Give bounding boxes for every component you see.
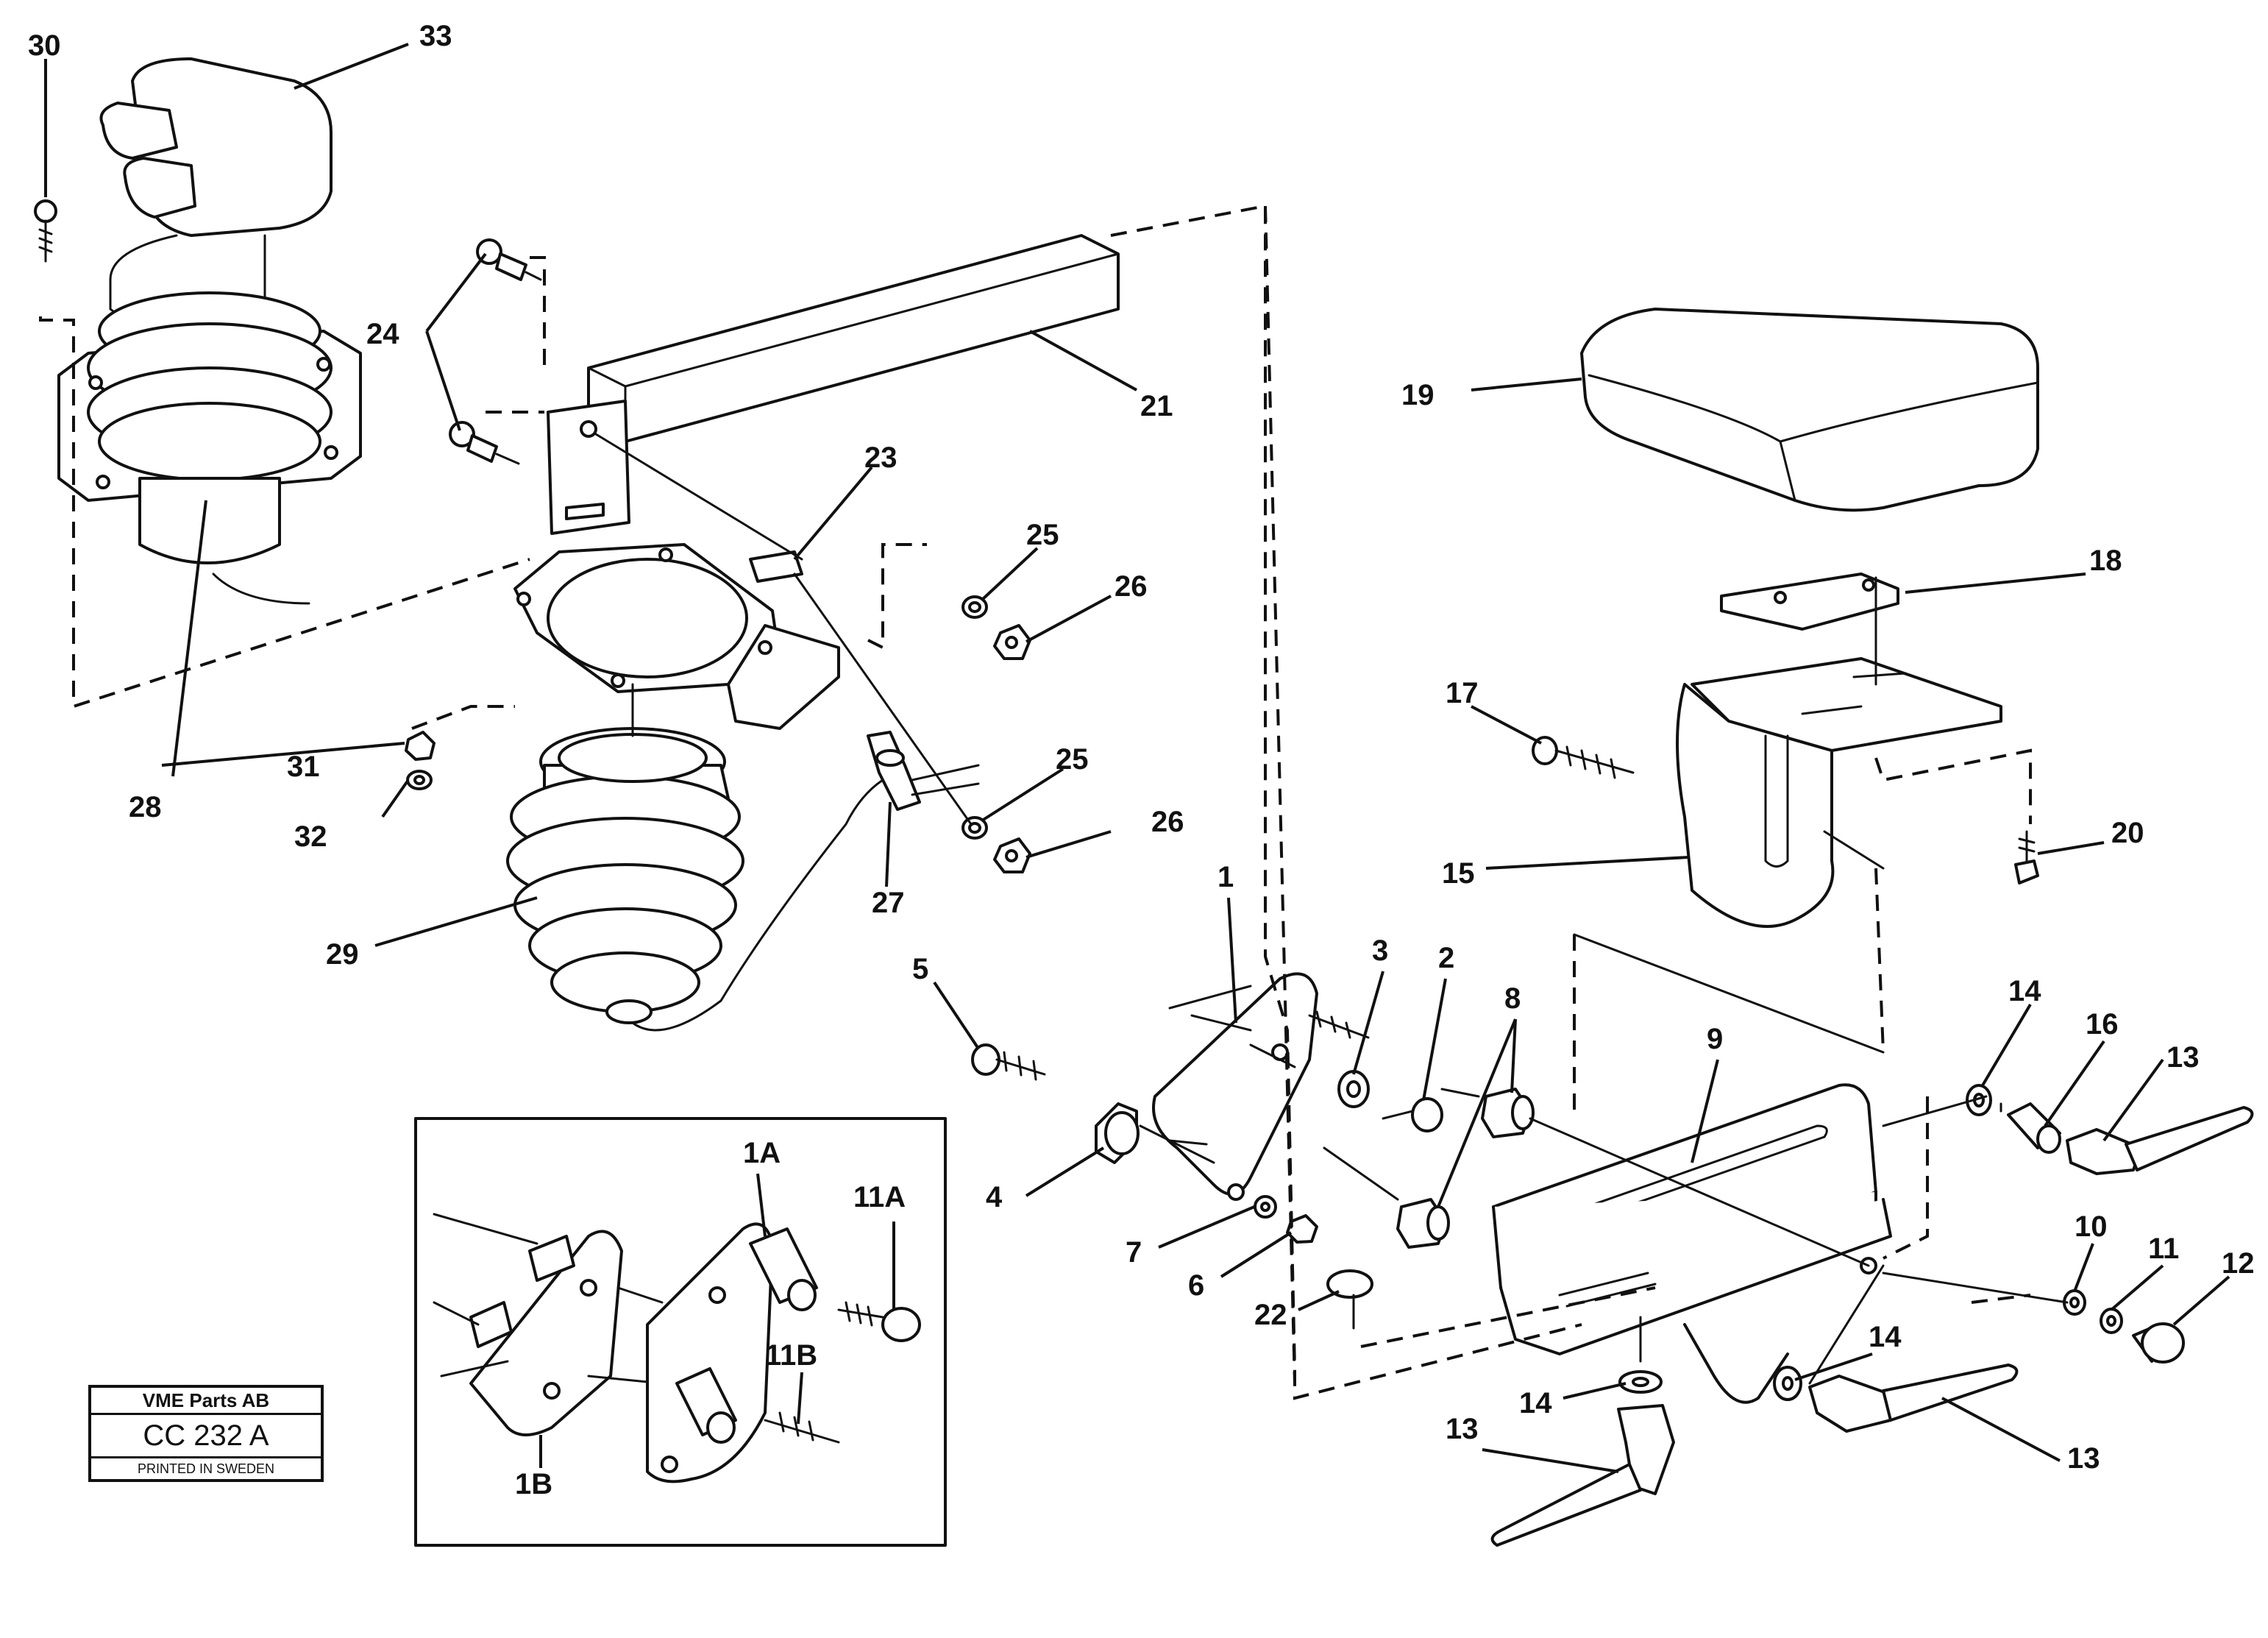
callout-23: 23 bbox=[864, 442, 897, 474]
callout-1: 1 bbox=[1217, 861, 1234, 893]
washer-11 bbox=[2100, 1308, 2123, 1334]
screw-20 bbox=[2014, 830, 2039, 884]
callout-14-middle: 14 bbox=[1869, 1321, 1902, 1353]
callout-16: 16 bbox=[2086, 1008, 2119, 1040]
bellows-29 bbox=[506, 727, 884, 1032]
mounting-plate-23 bbox=[513, 543, 840, 730]
callout-11B: 11B bbox=[765, 1339, 817, 1372]
callout-4: 4 bbox=[986, 1181, 1003, 1213]
armrest-cushion-19 bbox=[1580, 308, 2039, 512]
bolt-5 bbox=[971, 1043, 1046, 1081]
nut-26-upper bbox=[993, 624, 1031, 660]
slide-rail-9 bbox=[1492, 1083, 1892, 1404]
callout-labels: 33 30 24 21 23 25 26 31 32 28 25 26 27 2… bbox=[28, 20, 2255, 1500]
callout-17: 17 bbox=[1446, 677, 1479, 709]
callout-6: 6 bbox=[1188, 1269, 1204, 1302]
bracket-15 bbox=[1676, 657, 2002, 928]
callout-21: 21 bbox=[1140, 390, 1173, 422]
callout-9: 9 bbox=[1707, 1023, 1723, 1055]
callout-20: 20 bbox=[2111, 817, 2144, 849]
callout-32: 32 bbox=[294, 820, 327, 853]
callout-15: 15 bbox=[1442, 857, 1475, 890]
joystick-handle-33 bbox=[99, 57, 333, 330]
callout-14-right: 14 bbox=[2008, 975, 2041, 1007]
stamp-company: VME Parts AB bbox=[91, 1388, 321, 1415]
callout-14-bottom: 14 bbox=[1519, 1387, 1552, 1419]
spacer-4 bbox=[1095, 1102, 1140, 1164]
rubber-bushings-8 bbox=[1396, 1088, 1535, 1249]
cable-clamp-27 bbox=[867, 731, 980, 811]
dashed-assembly-lines bbox=[39, 204, 2069, 1400]
callout-13-right: 13 bbox=[2166, 1041, 2200, 1074]
callout-1B: 1B bbox=[515, 1468, 552, 1500]
callout-31: 31 bbox=[287, 751, 320, 783]
pin-2 bbox=[1382, 1097, 1443, 1132]
washer-32 bbox=[406, 770, 433, 790]
callout-11: 11 bbox=[2148, 1233, 2179, 1265]
callout-8: 8 bbox=[1504, 982, 1521, 1015]
callout-25-upper: 25 bbox=[1026, 519, 1059, 551]
callout-26-lower: 26 bbox=[1151, 806, 1184, 838]
screws-24 bbox=[449, 238, 542, 465]
callout-13-bottom-right: 13 bbox=[2067, 1442, 2100, 1475]
handle-13-right bbox=[2066, 1106, 2254, 1175]
inset-detail bbox=[414, 1117, 947, 1547]
washer-14-middle bbox=[1773, 1366, 1802, 1401]
joystick-base-28 bbox=[57, 291, 362, 605]
screw-30 bbox=[34, 199, 57, 263]
handle-13-bottom-left bbox=[1490, 1404, 1675, 1547]
callout-2: 2 bbox=[1438, 942, 1454, 974]
callout-29: 29 bbox=[326, 938, 359, 971]
callout-5: 5 bbox=[912, 953, 928, 985]
callout-30: 30 bbox=[28, 29, 61, 62]
callout-7: 7 bbox=[1126, 1236, 1142, 1269]
bolt-22 bbox=[1326, 1269, 1373, 1330]
callout-28: 28 bbox=[129, 791, 162, 823]
callout-19: 19 bbox=[1401, 379, 1435, 411]
printer-stamp: VME Parts AB CC 232 A PRINTED IN SWEDEN bbox=[88, 1385, 324, 1482]
callout-27: 27 bbox=[872, 887, 905, 919]
plate-18 bbox=[1720, 572, 1899, 631]
callout-12: 12 bbox=[2222, 1247, 2255, 1280]
washer-14-bottom bbox=[1618, 1370, 1663, 1394]
callout-22: 22 bbox=[1254, 1299, 1287, 1331]
callout-13-bottom-left: 13 bbox=[1446, 1413, 1479, 1445]
washer-25-upper bbox=[961, 595, 988, 619]
leader-lines bbox=[44, 43, 2230, 1473]
stamp-code: CC 232 A bbox=[91, 1415, 321, 1458]
nut-31 bbox=[405, 731, 436, 761]
armrest-tube-21 bbox=[547, 234, 1120, 535]
callout-1A: 1A bbox=[743, 1137, 781, 1169]
cap-12 bbox=[2132, 1322, 2185, 1364]
callout-11A: 11A bbox=[853, 1181, 906, 1213]
callout-26-upper: 26 bbox=[1115, 570, 1148, 603]
handle-13-bottom-right bbox=[1808, 1364, 2019, 1433]
callout-25-lower: 25 bbox=[1056, 743, 1089, 776]
callout-33: 33 bbox=[419, 20, 452, 52]
callout-3: 3 bbox=[1372, 935, 1388, 967]
swivel-plate-1 bbox=[1152, 972, 1318, 1201]
sleeve-16 bbox=[2007, 1102, 2061, 1154]
stamp-printed: PRINTED IN SWEDEN bbox=[137, 1461, 274, 1476]
callout-18: 18 bbox=[2089, 545, 2122, 577]
screw-17 bbox=[1532, 736, 1635, 779]
washer-7 bbox=[1254, 1195, 1277, 1219]
screw-3 bbox=[1308, 1010, 1370, 1108]
callout-10: 10 bbox=[2075, 1210, 2108, 1243]
nut-26-lower bbox=[993, 837, 1031, 873]
callout-24: 24 bbox=[366, 318, 399, 350]
nut-6 bbox=[1286, 1214, 1318, 1244]
